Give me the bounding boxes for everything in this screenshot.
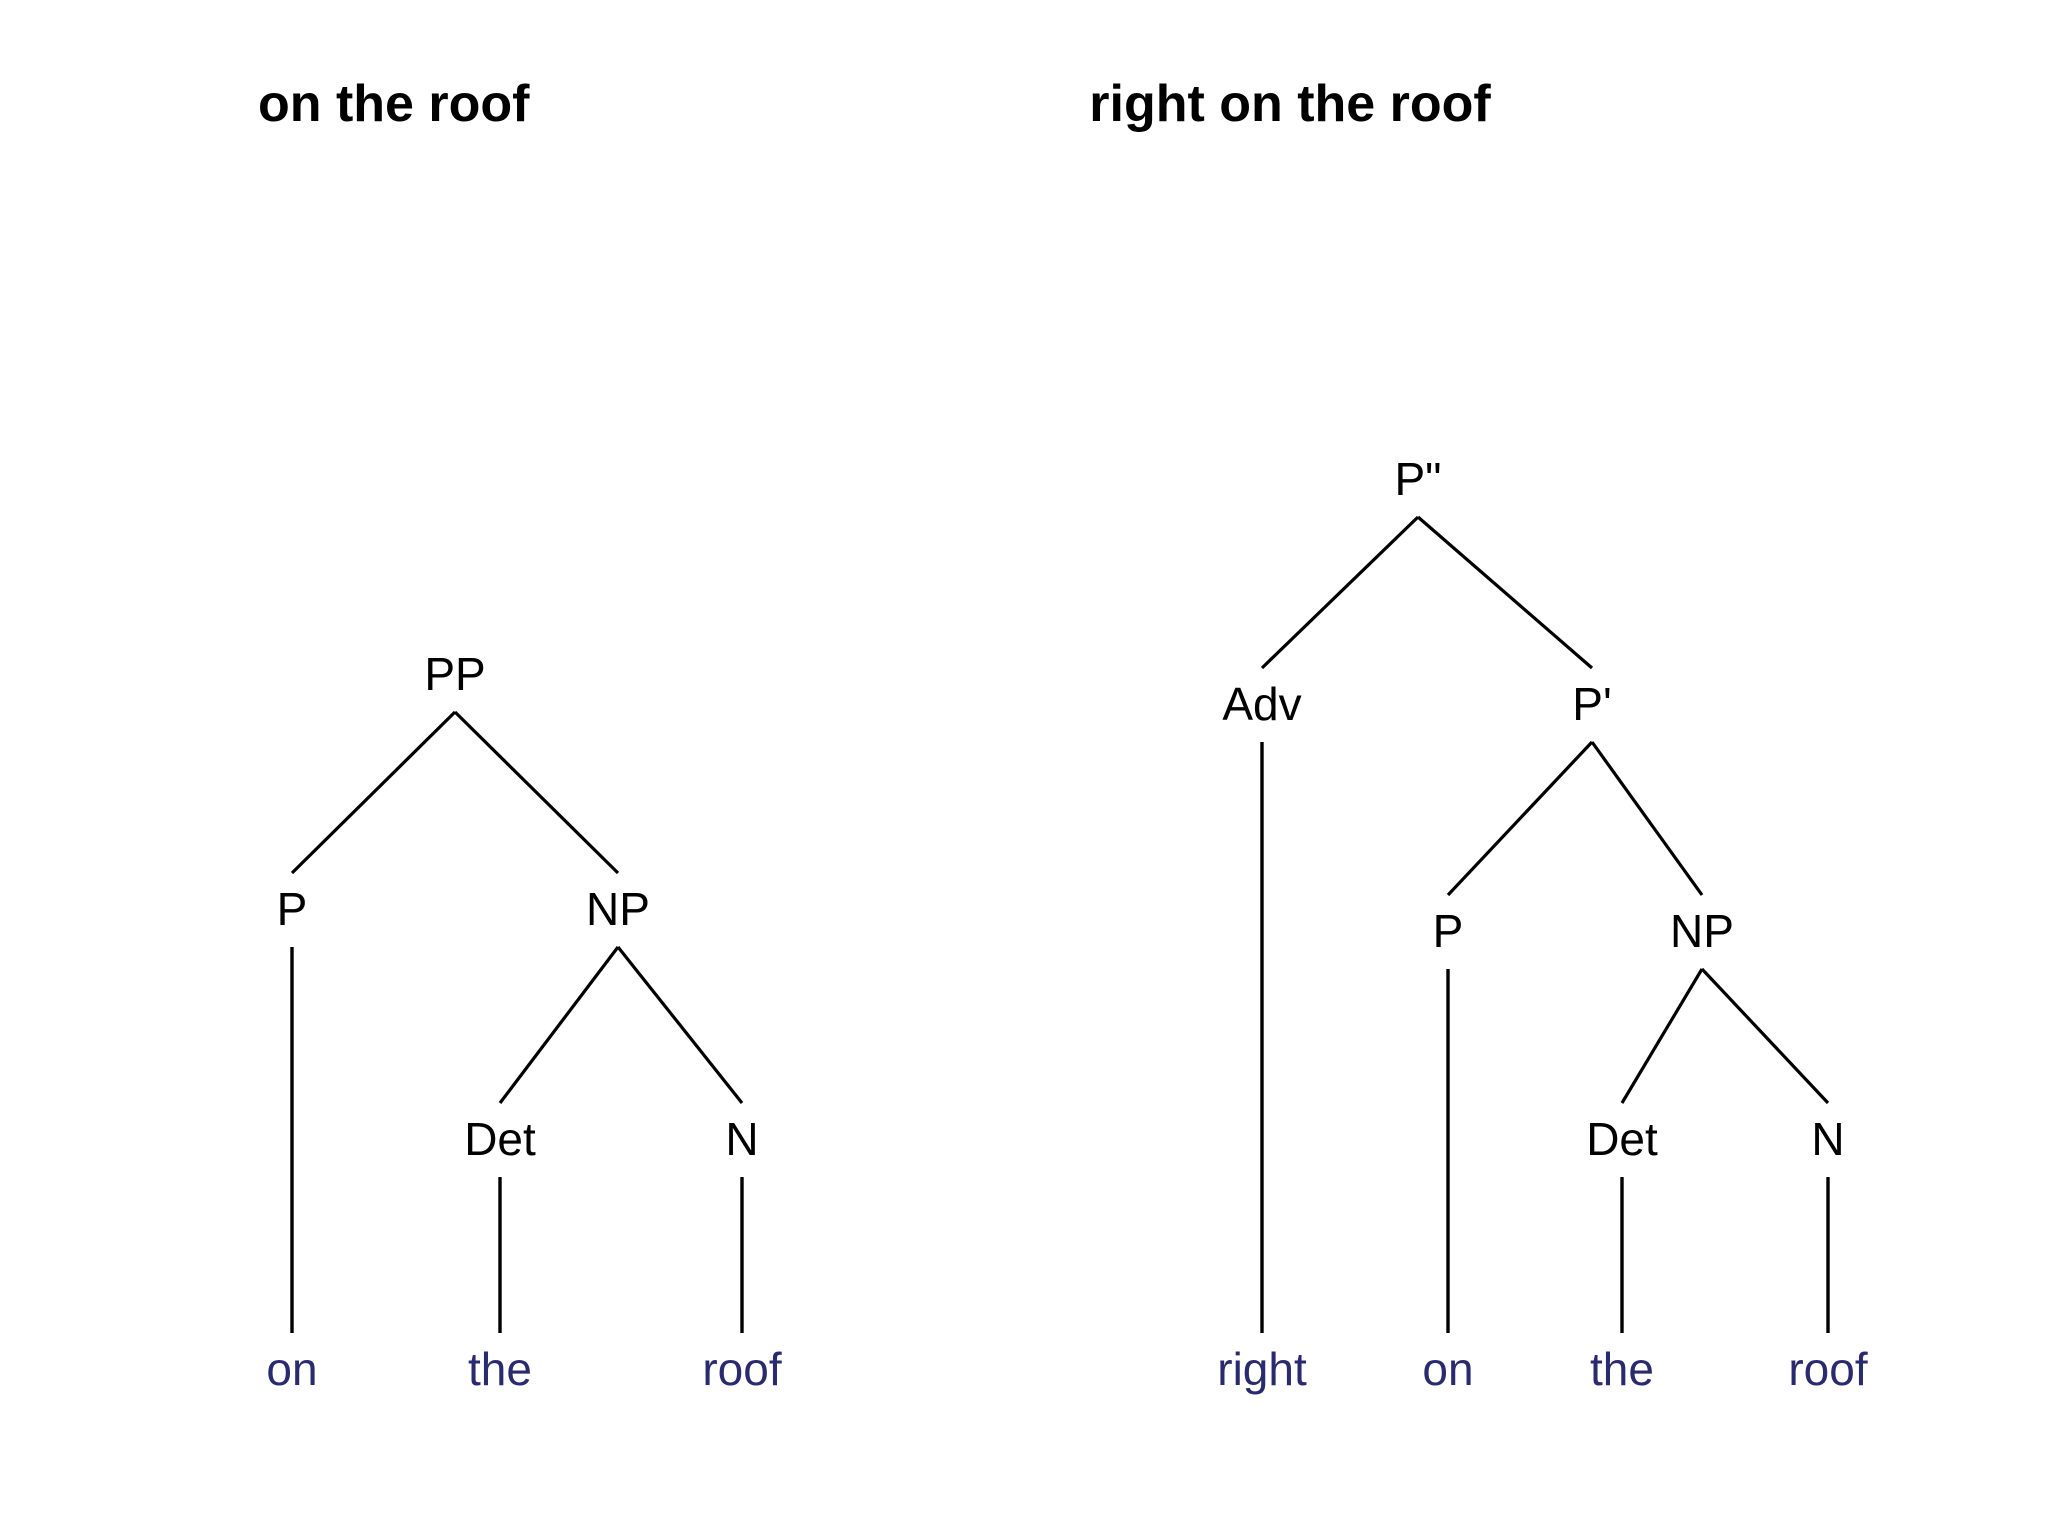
tree-edge-PP-to-P: [290, 710, 457, 875]
tree-edge-NP-to-Det: [1620, 968, 1704, 1104]
tree-edge-PP-to-NP: [453, 710, 620, 875]
tree-edge-NP-to-Det: [498, 946, 620, 1104]
tree-edge-P2-to-Adv: [1260, 515, 1420, 670]
tree-terminal-the: the: [468, 1343, 532, 1395]
tree-node-n: N: [725, 1113, 758, 1165]
tree-node-n: N: [1811, 1113, 1844, 1165]
tree-edge-P2-to-P1: [1416, 515, 1594, 670]
tree-edges-right: [1260, 515, 1830, 1333]
tree-terminal-the: the: [1590, 1343, 1654, 1395]
tree-node-p: P: [1433, 905, 1464, 957]
tree-node-det: Det: [464, 1113, 536, 1165]
tree-edge-P1-to-P: [1446, 740, 1594, 897]
tree-terminal-roof: roof: [702, 1343, 781, 1395]
tree-node-pp: P': [1572, 678, 1611, 730]
tree-node-pdp: P": [1394, 453, 1441, 505]
tree-node-adv: Adv: [1222, 678, 1301, 730]
tree-node-np: NP: [1670, 905, 1734, 957]
tree-edge-P1-to-NP: [1590, 741, 1704, 896]
left-tree-title: on the roof: [258, 75, 530, 133]
tree-edge-NP-to-N: [616, 946, 744, 1104]
right-tree-title: right on the roof: [1089, 75, 1491, 133]
tree-terminal-on: on: [266, 1343, 317, 1395]
tree-terminal-right: right: [1217, 1343, 1307, 1395]
tree-node-np: NP: [586, 883, 650, 935]
tree-edge-NP-to-N: [1700, 967, 1830, 1105]
tree-node-det: Det: [1586, 1113, 1658, 1165]
tree-node-pp: PP: [424, 648, 485, 700]
tree-edges-left: [290, 710, 744, 1333]
tree-node-p: P: [277, 883, 308, 935]
tree-terminal-roof: roof: [1788, 1343, 1867, 1395]
tree-terminal-on: on: [1422, 1343, 1473, 1395]
